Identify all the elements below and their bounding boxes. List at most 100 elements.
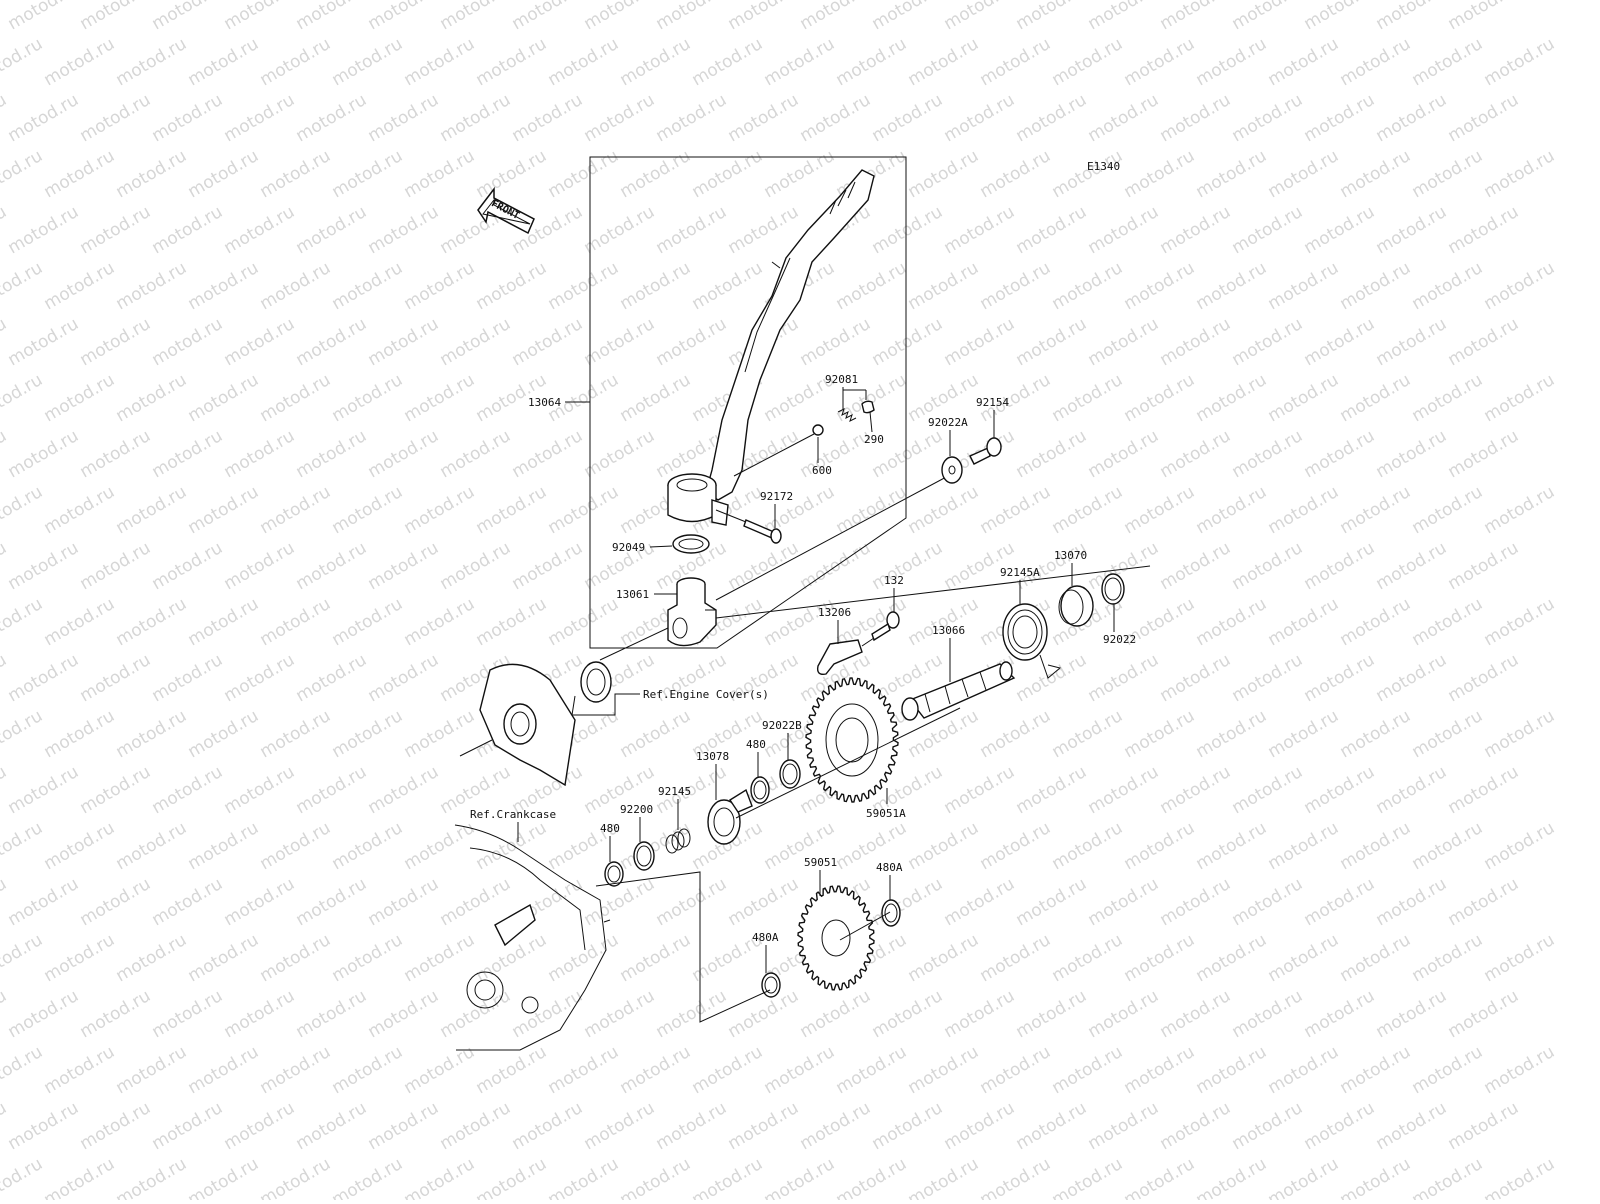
watermark-text: motod.ru xyxy=(797,90,875,146)
watermark-text: motod.ru xyxy=(1229,426,1307,482)
watermark-text: motod.ru xyxy=(77,650,155,706)
watermark-text: motod.ru xyxy=(149,426,227,482)
watermark-text: motod.ru xyxy=(5,538,83,594)
kick-gear-59051A xyxy=(805,677,899,803)
watermark-text: motod.ru xyxy=(941,1098,1019,1154)
watermark-text: motod.ru xyxy=(329,146,407,202)
watermark-text: motod.ru xyxy=(977,1042,1055,1098)
watermark-text: motod.ru xyxy=(1049,34,1127,90)
watermark-text: motod.ru xyxy=(149,986,227,1042)
watermark-text: motod.ru xyxy=(257,370,335,426)
axis-bracket xyxy=(595,871,771,1023)
kick-shaft-holder-13061 xyxy=(667,577,717,647)
watermark-text: motod.ru xyxy=(221,762,299,818)
watermark-text: motod.ru xyxy=(761,594,839,650)
watermark-text: motod.ru xyxy=(1049,258,1127,314)
watermark-text: motod.ru xyxy=(1085,314,1163,370)
watermark-text: motod.ru xyxy=(1301,1098,1379,1154)
callout-59051: 59051 xyxy=(804,856,837,869)
watermark-text: motod.ru xyxy=(1337,1042,1415,1098)
watermark-text: motod.ru xyxy=(1409,34,1487,90)
watermark-text: motod.ru xyxy=(1121,1154,1199,1200)
watermark-text: motod.ru xyxy=(1157,202,1235,258)
watermark-text: motod.ru xyxy=(77,762,155,818)
watermark-text: motod.ru xyxy=(1193,818,1271,874)
watermark-text: motod.ru xyxy=(1121,146,1199,202)
watermark-text: motod.ru xyxy=(1157,426,1235,482)
callout-13070: 13070 xyxy=(1054,549,1087,562)
watermark-text: motod.ru xyxy=(257,1042,335,1098)
watermark-text: motod.ru xyxy=(77,202,155,258)
circlip-480-upper xyxy=(750,776,770,804)
watermark-text: motod.ru xyxy=(437,1098,515,1154)
group-frame xyxy=(589,156,907,649)
watermark-text: motod.ru xyxy=(1229,0,1307,34)
watermark-text: motod.ru xyxy=(725,986,803,1042)
watermark-text: motod.ru xyxy=(689,258,767,314)
washer-92200 xyxy=(633,841,655,871)
callout-290: 290 xyxy=(864,433,884,446)
watermark-text: motod.ru xyxy=(617,146,695,202)
watermark-text: motod.ru xyxy=(257,594,335,650)
callout-480A-left: 480A xyxy=(752,931,779,944)
watermark-text: motod.ru xyxy=(905,258,983,314)
watermark-text: motod.ru xyxy=(257,146,335,202)
watermark-text: motod.ru xyxy=(1337,706,1415,762)
watermark-text: motod.ru xyxy=(365,762,443,818)
watermark-text: motod.ru xyxy=(689,34,767,90)
watermark-text: motod.ru xyxy=(1193,258,1271,314)
watermark-text: motod.ru xyxy=(1157,650,1235,706)
callout-13078: 13078 xyxy=(696,750,729,763)
watermark-text: motod.ru xyxy=(0,34,46,90)
watermark-text: motod.ru xyxy=(869,314,947,370)
watermark-text: motod.ru xyxy=(833,1154,911,1200)
watermark-text: motod.ru xyxy=(77,986,155,1042)
watermark-text: motod.ru xyxy=(1121,1042,1199,1098)
watermark-text: motod.ru xyxy=(1049,818,1127,874)
watermark-text: motod.ru xyxy=(1121,258,1199,314)
watermark-text: motod.ru xyxy=(1373,762,1451,818)
watermark-text: motod.ru xyxy=(725,0,803,34)
watermark-text: motod.ru xyxy=(113,146,191,202)
watermark-text: motod.ru xyxy=(509,0,587,34)
kick-pedal-lever xyxy=(667,169,875,526)
watermark-text: motod.ru xyxy=(1085,202,1163,258)
watermark-text: motod.ru xyxy=(509,426,587,482)
watermark-text: motod.ru xyxy=(149,650,227,706)
axis-line xyxy=(735,707,961,819)
watermark-text: motod.ru xyxy=(1481,1154,1559,1200)
engine-cover-ref xyxy=(459,663,576,787)
watermark-text: motod.ru xyxy=(977,818,1055,874)
watermark-text: motod.ru xyxy=(221,538,299,594)
watermark-text: motod.ru xyxy=(41,34,119,90)
watermark-text: motod.ru xyxy=(293,1098,371,1154)
callout-92049: 92049 xyxy=(612,541,645,554)
watermark-text: motod.ru xyxy=(221,90,299,146)
watermark-text: motod.ru xyxy=(329,370,407,426)
guide-13206 xyxy=(816,637,875,676)
watermark-text: motod.ru xyxy=(221,986,299,1042)
watermark-text: motod.ru xyxy=(617,258,695,314)
watermark-text: motod.ru xyxy=(1481,482,1559,538)
watermark-text: motod.ru xyxy=(77,0,155,34)
watermark-text: motod.ru xyxy=(401,930,479,986)
watermark-text: motod.ru xyxy=(833,1042,911,1098)
watermark-text: motod.ru xyxy=(401,594,479,650)
watermark-text: motod.ru xyxy=(941,874,1019,930)
watermark-text: motod.ru xyxy=(1373,650,1451,706)
watermark-text: motod.ru xyxy=(329,1042,407,1098)
watermark-text: motod.ru xyxy=(149,0,227,34)
watermark-text: motod.ru xyxy=(5,986,83,1042)
watermark-text: motod.ru xyxy=(41,706,119,762)
watermark-text: motod.ru xyxy=(581,202,659,258)
watermark-text: motod.ru xyxy=(185,1042,263,1098)
watermark-text: motod.ru xyxy=(185,1154,263,1200)
watermark-text: motod.ru xyxy=(113,930,191,986)
watermark-text: motod.ru xyxy=(1373,538,1451,594)
watermark-text: motod.ru xyxy=(437,0,515,34)
watermark-text: motod.ru xyxy=(365,90,443,146)
watermark-text: motod.ru xyxy=(653,0,731,34)
watermark-text: motod.ru xyxy=(1409,370,1487,426)
watermark-text: motod.ru xyxy=(221,650,299,706)
